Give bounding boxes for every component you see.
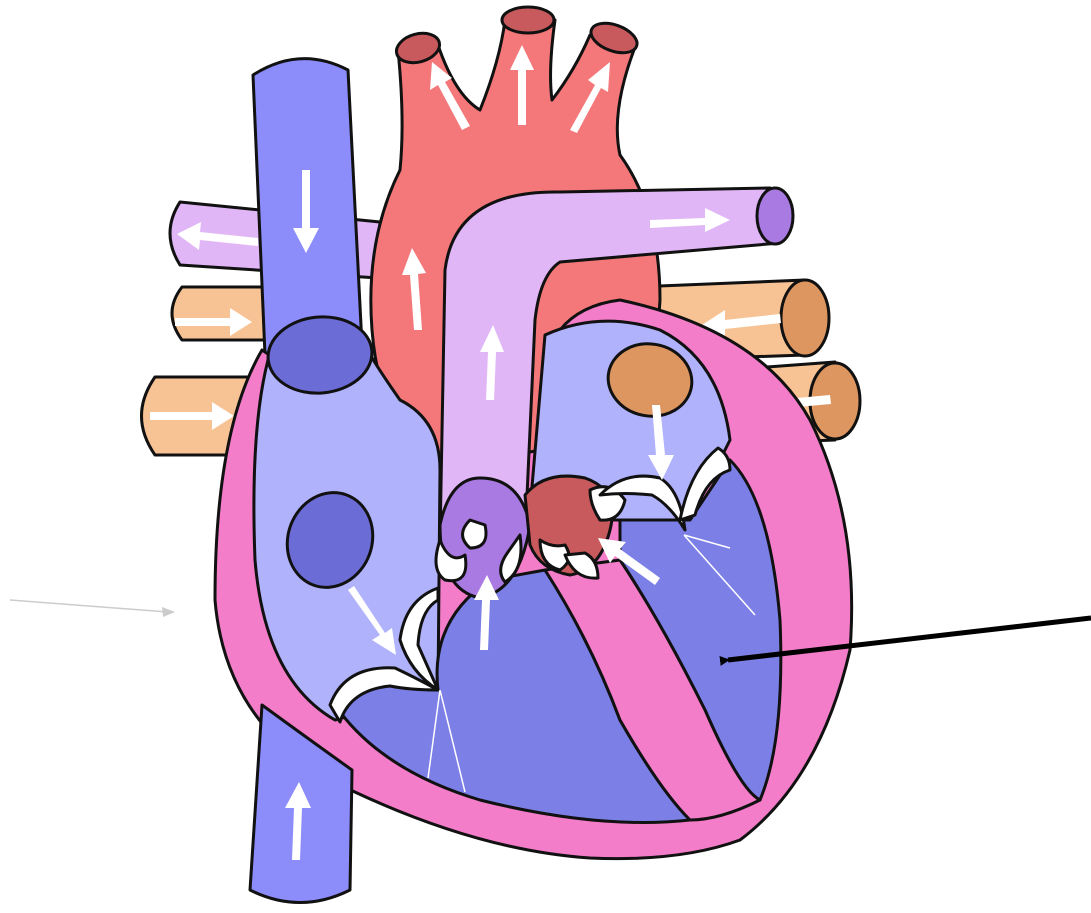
aorta-branch-opening [502, 7, 554, 33]
pulmonary-artery-opening [757, 188, 793, 244]
faint-pointer-arrow [10, 600, 175, 617]
superior-vena-cava [253, 59, 362, 355]
vein-opening [781, 280, 829, 356]
